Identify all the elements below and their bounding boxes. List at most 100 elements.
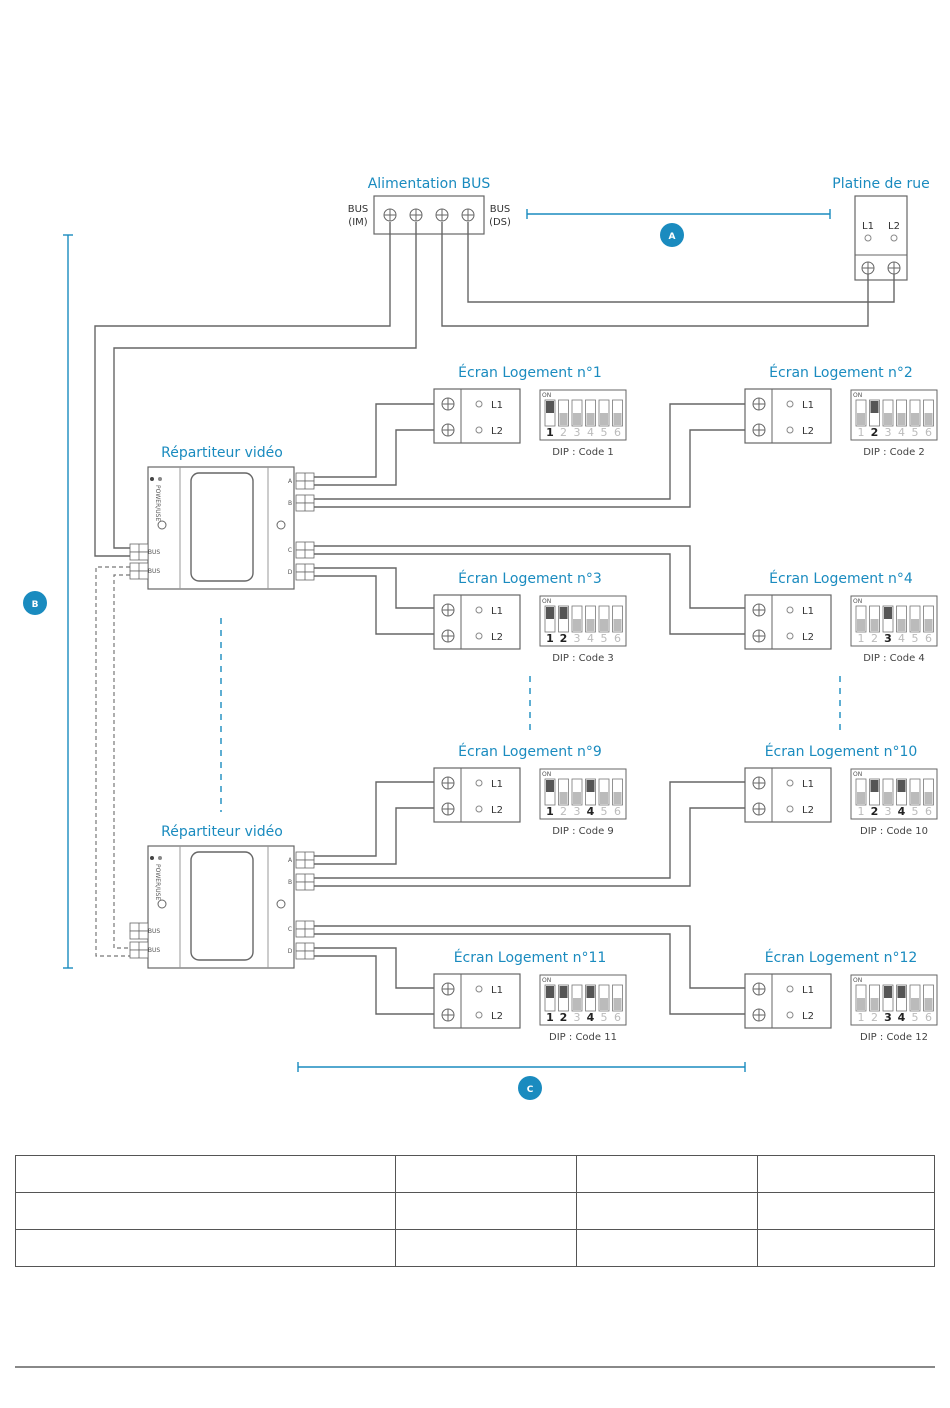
dip-number: 5 <box>912 1011 919 1024</box>
screen-title: Écran Logement n°2 <box>769 364 913 381</box>
table-cell <box>757 1229 935 1267</box>
dip-caption: DIP : Code 4 <box>863 653 925 664</box>
table-cell <box>757 1155 935 1193</box>
bus-ds-sublabel: (DS) <box>489 217 511 228</box>
table-row <box>15 1155 935 1193</box>
dip-number: 3 <box>574 632 581 645</box>
screen-l1: L1 <box>802 400 814 411</box>
screen-l2: L2 <box>491 632 503 643</box>
badge-a-icon <box>660 223 684 247</box>
screen-l2: L2 <box>802 426 814 437</box>
dip-number: 1 <box>858 805 865 818</box>
table-cell <box>576 1192 758 1230</box>
table-cell <box>395 1155 577 1193</box>
dip-number: 1 <box>546 426 554 439</box>
dip-caption: DIP : Code 2 <box>863 447 925 458</box>
footer-rule <box>15 1366 935 1368</box>
dip-number: 1 <box>546 1011 554 1024</box>
use-led-icon <box>158 477 162 481</box>
power-supply-title: Alimentation BUS <box>368 176 491 192</box>
dip-number: 4 <box>898 632 905 645</box>
output-letter: D <box>288 948 293 955</box>
dip-number: 6 <box>925 1011 932 1024</box>
screen-title: Écran Logement n°11 <box>454 949 607 966</box>
dip-number: 3 <box>884 1011 892 1024</box>
dip-caption: DIP : Code 12 <box>860 1032 928 1043</box>
badge-a: A <box>669 232 676 242</box>
bus-im-label: BUS <box>348 204 369 215</box>
dip-on-label: ON <box>542 771 551 778</box>
dip-number: 2 <box>871 426 879 439</box>
dip-number: 3 <box>885 805 892 818</box>
power-supply: Alimentation BUS BUS (IM) BUS (DS) <box>348 176 511 235</box>
dip-number: 2 <box>871 632 878 645</box>
bus-im-sublabel: (IM) <box>348 217 367 228</box>
dip-on-label: ON <box>853 392 862 399</box>
dip-caption: DIP : Code 10 <box>860 826 928 837</box>
dip-number: 5 <box>601 632 608 645</box>
dip-number: 6 <box>925 426 932 439</box>
bus-letter: BUS <box>148 568 161 575</box>
screen-l1: L1 <box>491 985 503 996</box>
table-row <box>15 1229 935 1267</box>
use-led-icon <box>158 856 162 860</box>
dip-number: 2 <box>560 426 567 439</box>
power-use-label: POWER/USE <box>154 864 161 900</box>
output-letter: B <box>288 879 292 886</box>
distributor-title: Répartiteur vidéo <box>161 445 283 461</box>
wiring-diagram: Alimentation BUS BUS (IM) BUS (DS) Plati… <box>23 176 938 1100</box>
bus-letter: BUS <box>148 947 161 954</box>
dimension-a: A <box>526 209 831 247</box>
dip-number: 1 <box>546 632 554 645</box>
dip-on-label: ON <box>853 598 862 605</box>
dip-number: 4 <box>898 805 906 818</box>
table-row <box>15 1192 935 1230</box>
dip-number: 4 <box>587 426 594 439</box>
dimension-b: B <box>23 234 73 969</box>
output-letter: A <box>288 478 293 485</box>
badge-b-icon <box>23 591 47 615</box>
screen-l1: L1 <box>802 606 814 617</box>
video-distributors: Répartiteur vidéoPOWER/USEABCDBUSBUSRépa… <box>129 445 315 969</box>
output-letter: A <box>288 857 293 864</box>
dip-number: 6 <box>614 805 621 818</box>
dip-caption: DIP : Code 1 <box>552 447 614 458</box>
spec-table <box>15 1155 935 1267</box>
screen-l2: L2 <box>491 426 503 437</box>
dip-on-label: ON <box>542 598 551 605</box>
dip-number: 4 <box>898 426 905 439</box>
power-led-icon <box>150 856 154 860</box>
dip-number: 1 <box>546 805 554 818</box>
table-cell <box>576 1155 758 1193</box>
dip-number: 3 <box>574 426 581 439</box>
dip-caption: DIP : Code 9 <box>552 826 614 837</box>
dip-number: 6 <box>614 632 621 645</box>
dip-number: 6 <box>614 1011 621 1024</box>
power-supply-terminals <box>383 208 475 222</box>
screen-l1: L1 <box>802 985 814 996</box>
output-letter: C <box>288 547 292 554</box>
dip-number: 2 <box>871 805 879 818</box>
dip-on-label: ON <box>542 392 551 399</box>
dip-number: 5 <box>601 426 608 439</box>
badge-b: B <box>32 600 39 610</box>
street-panel-title: Platine de rue <box>832 176 929 192</box>
wires <box>94 222 895 1015</box>
dip-number: 2 <box>560 805 567 818</box>
dip-number: 6 <box>925 632 932 645</box>
table-cell <box>15 1155 396 1193</box>
dip-number: 4 <box>587 805 595 818</box>
dip-number: 5 <box>601 1011 608 1024</box>
dip-number: 1 <box>858 632 865 645</box>
